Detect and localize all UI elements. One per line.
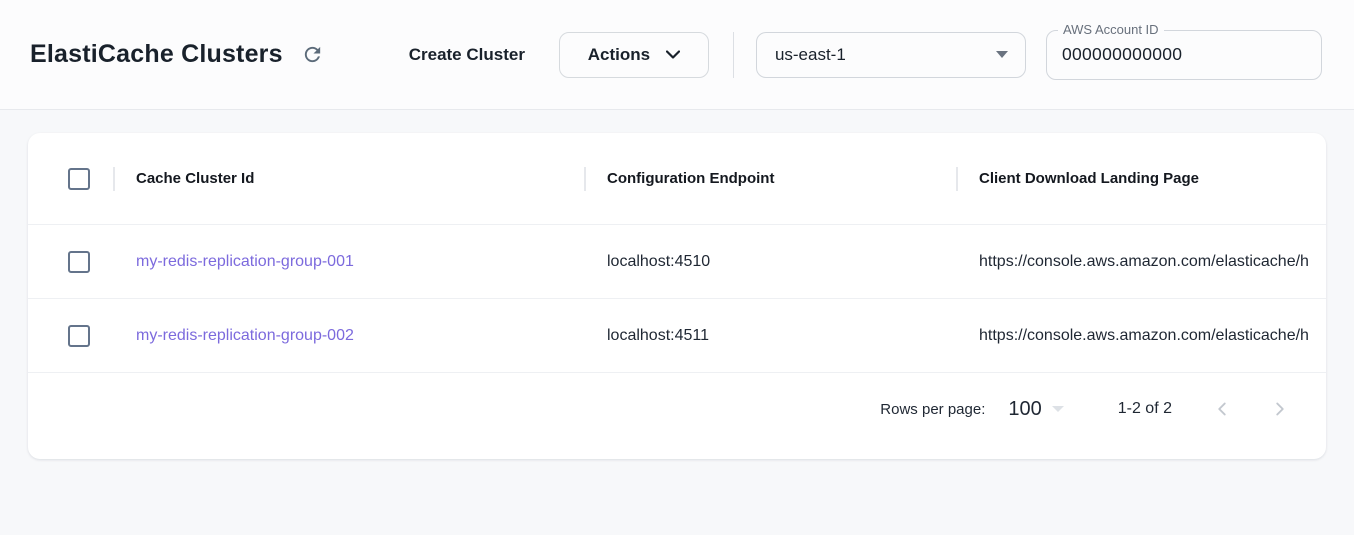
dropdown-caret-icon xyxy=(995,51,1008,58)
clusters-table-card: Cache Cluster Id Configuration Endpoint … xyxy=(28,133,1326,459)
row-checkbox[interactable] xyxy=(68,324,90,347)
column-separator xyxy=(584,166,586,191)
aws-account-id-field[interactable]: AWS Account ID xyxy=(1045,21,1322,80)
cluster-link[interactable]: my-redis-replication-group-001 xyxy=(136,252,354,270)
chevron-left-icon xyxy=(1211,398,1233,420)
chevron-right-icon xyxy=(1269,398,1291,420)
row-select-cell xyxy=(28,250,113,273)
configuration-endpoint-cell: localhost:4510 xyxy=(607,252,711,270)
row-divider xyxy=(28,224,1326,225)
aws-account-id-input[interactable] xyxy=(1046,30,1321,79)
rows-per-page-value: 100 xyxy=(1008,397,1042,420)
cluster-link[interactable]: my-redis-replication-group-002 xyxy=(136,326,354,344)
rows-per-page-label: Rows per page: xyxy=(880,400,986,418)
create-cluster-button[interactable]: Create Cluster xyxy=(408,44,525,64)
dropdown-caret-icon xyxy=(1051,406,1064,412)
top-header: ElastiCache Clusters Create Cluster Acti… xyxy=(0,0,1354,110)
pagination-range-label: 1-2 of 2 xyxy=(1117,400,1172,417)
configuration-endpoint-cell: localhost:4511 xyxy=(607,326,709,344)
select-all-checkbox[interactable] xyxy=(68,167,90,190)
region-selector-value: us-east-1 xyxy=(774,44,846,64)
cache-cluster-id-cell: my-redis-replication-group-001 xyxy=(113,253,584,271)
previous-page-button[interactable] xyxy=(1204,391,1240,427)
table-header-row: Cache Cluster Id Configuration Endpoint … xyxy=(28,133,1326,224)
landing-page-cell: https://console.aws.amazon.com/elasticac… xyxy=(979,326,1309,344)
row-divider xyxy=(28,298,1326,299)
rows-per-page-select[interactable]: 100 xyxy=(1008,397,1064,421)
chevron-down-icon xyxy=(666,50,681,59)
region-selector[interactable]: us-east-1 xyxy=(755,31,1026,78)
column-separator xyxy=(113,166,115,191)
table-pagination: Rows per page: 100 1-2 of 2 xyxy=(28,373,1326,445)
row-checkbox[interactable] xyxy=(68,250,90,273)
column-header-configuration-endpoint: Configuration Endpoint xyxy=(584,166,956,191)
refresh-button[interactable] xyxy=(297,39,329,71)
column-header-cache-cluster-id: Cache Cluster Id xyxy=(113,166,584,191)
column-header-client-download-landing-page: Client Download Landing Page xyxy=(956,166,1326,191)
refresh-icon xyxy=(301,43,324,66)
cache-cluster-id-cell: my-redis-replication-group-002 xyxy=(113,327,584,345)
aws-account-id-label: AWS Account ID xyxy=(1057,21,1164,37)
row-divider xyxy=(28,372,1326,373)
select-all-cell xyxy=(28,167,113,190)
column-separator xyxy=(956,166,958,191)
page-title: ElastiCache Clusters xyxy=(30,40,283,68)
next-page-button[interactable] xyxy=(1262,391,1298,427)
header-divider xyxy=(732,31,734,78)
table-row: my-redis-replication-group-001 localhost… xyxy=(28,225,1326,298)
landing-page-cell: https://console.aws.amazon.com/elasticac… xyxy=(979,252,1309,270)
actions-dropdown-button[interactable]: Actions xyxy=(558,31,709,78)
table-row: my-redis-replication-group-002 localhost… xyxy=(28,299,1326,372)
row-select-cell xyxy=(28,324,113,347)
actions-button-label: Actions xyxy=(587,44,651,64)
